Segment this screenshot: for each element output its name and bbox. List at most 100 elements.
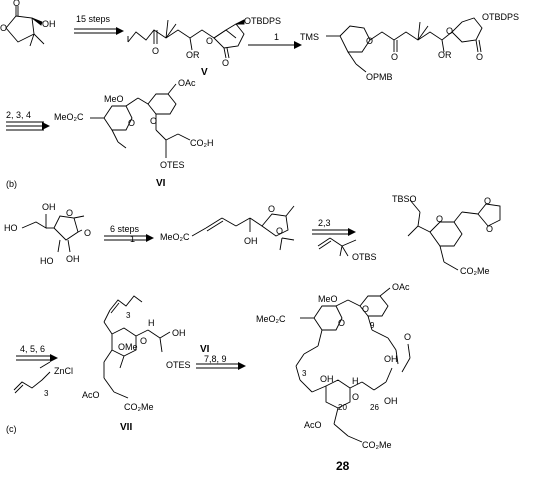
arrow-step-2-3-4 [6, 121, 50, 131]
sugar-oh-bottom: OH [66, 254, 80, 264]
lactone-ring-o: O [0, 23, 7, 33]
tms-opmb: OPMB [366, 72, 393, 82]
reagent-alkyne-structure [317, 237, 357, 257]
arrow-step-4-5-6 [16, 354, 58, 362]
28-ring2-o: O [362, 304, 369, 314]
arrow-step-2-3 [312, 228, 356, 236]
sugar-ho: HO [4, 223, 18, 233]
panel-b-label: (b) [6, 179, 17, 189]
compound-VI-structure [90, 83, 191, 158]
tms-ring-o: O [366, 36, 373, 46]
step-1: 1 [274, 32, 279, 42]
tms-ketone-o: O [391, 52, 398, 62]
28-n9: 9 [370, 321, 375, 330]
28-n26: 26 [370, 403, 379, 412]
VI-otes: OTES [160, 160, 185, 170]
compound-28-label: 28 [336, 459, 350, 473]
compound-sugar-lactone-structure [21, 214, 85, 253]
V-otbdps: OTBDPS [244, 16, 281, 26]
dhp-acetonide-o1: O [484, 196, 491, 206]
28-aco: AcO [304, 420, 322, 430]
VII-ring-o: O [140, 336, 147, 346]
VI-ring2-o: O [150, 116, 157, 126]
arrow-15-steps [74, 27, 124, 35]
28-ester-o: O [404, 332, 411, 342]
V-or: OR [186, 50, 200, 60]
sugar-oh-top: OH [42, 202, 56, 212]
sugar-carbonyl-o: O [84, 228, 91, 238]
28-oh-chain: OH [384, 354, 398, 364]
step-2-3-4: 2, 3, 4 [6, 110, 31, 120]
V-ketone-o: O [152, 46, 159, 56]
28-meo: MeO [318, 294, 338, 304]
step-4-5-6: 4, 5, 6 [20, 344, 45, 354]
28-co2me: CO₂Me [362, 440, 392, 450]
VII-ome: OMe [118, 342, 138, 352]
step-6-steps: 6 steps [110, 224, 140, 234]
dhp-tbso: TBSO [392, 194, 417, 204]
28-oac: OAc [392, 282, 410, 292]
compound-28-structure [295, 287, 411, 443]
step-15-steps: 15 steps [76, 14, 111, 24]
VI-oac: OAc [178, 78, 196, 88]
alkyne-oh: OH [244, 236, 258, 246]
step-reagent-VI: VI [200, 344, 210, 355]
compound-VII-label: VII [120, 422, 132, 433]
arrow-step-7-8-9 [196, 362, 246, 370]
tms-lactone-o: O [476, 52, 483, 62]
VII-aco: AcO [82, 390, 100, 400]
compound-V-label: V [201, 67, 208, 78]
tms-otbdps: OTBDPS [482, 12, 519, 22]
reagent-organozinc-structure [13, 361, 51, 394]
start-lactone-structure [5, 6, 45, 47]
28-ring3-o: O [352, 392, 359, 402]
step-7-8-9: 7,8, 9 [204, 354, 227, 364]
lactone-oh: OH [42, 19, 56, 29]
tms-label: TMS [300, 32, 319, 42]
acetonide-o2: O [276, 226, 283, 236]
28-meo2c: MeO₂C [256, 314, 286, 324]
panel-c-label: (c) [6, 424, 17, 434]
VI-ring-o: O [128, 118, 135, 128]
28-n3: 3 [302, 369, 307, 378]
VII-n3: 3 [126, 311, 131, 320]
compound-alkyne-acetonide-structure [191, 205, 295, 251]
step-2-3: 2,3 [318, 218, 331, 228]
28-oh-center: OH [320, 374, 334, 384]
VI-meo2c: MeO₂C [54, 112, 84, 122]
compound-dihydropyran-structure [407, 199, 501, 271]
dhp-ring-o: O [436, 214, 443, 224]
28-h: H [352, 376, 359, 386]
compound-V-structure [127, 19, 245, 59]
lactone-carbonyl-o: O [13, 0, 20, 8]
compound-TMS-structure [326, 17, 483, 73]
sugar-ho-bottom: HO [40, 256, 54, 266]
VII-oh: OH [172, 328, 186, 338]
alkyne-meo2c: MeO₂C [160, 232, 190, 242]
tms-or: OR [438, 50, 452, 60]
28-oh-26: OH [384, 396, 398, 406]
28-n20: 20 [338, 403, 347, 412]
VI-meo: MeO [104, 94, 124, 104]
acetonide-o1: O [268, 204, 275, 214]
28-ring-o: O [338, 318, 345, 328]
organozinc-zncl: ZnCl [54, 366, 73, 376]
V-ring-o: O [206, 36, 213, 46]
compound-VII-structure [103, 295, 171, 399]
compound-VI-label: VI [156, 178, 166, 189]
V-lactone-o: O [222, 58, 229, 68]
VII-otes: OTES [166, 360, 191, 370]
step-1-row3: 1 [130, 234, 135, 244]
arrow-step-1 [248, 41, 302, 49]
arrow-6-steps [104, 234, 154, 242]
dhp-co2me: CO₂Me [460, 266, 490, 276]
reagent-otbs: OTBS [352, 252, 377, 262]
tms-ring2-o: O [446, 26, 453, 36]
dhp-acetonide-o2: O [486, 224, 493, 234]
sugar-ring-o: O [66, 208, 73, 218]
VI-co2h: CO₂H [190, 138, 214, 148]
VII-h: H [148, 318, 155, 328]
VII-co2me: CO₂Me [124, 402, 154, 412]
organozinc-n3: 3 [44, 389, 49, 398]
